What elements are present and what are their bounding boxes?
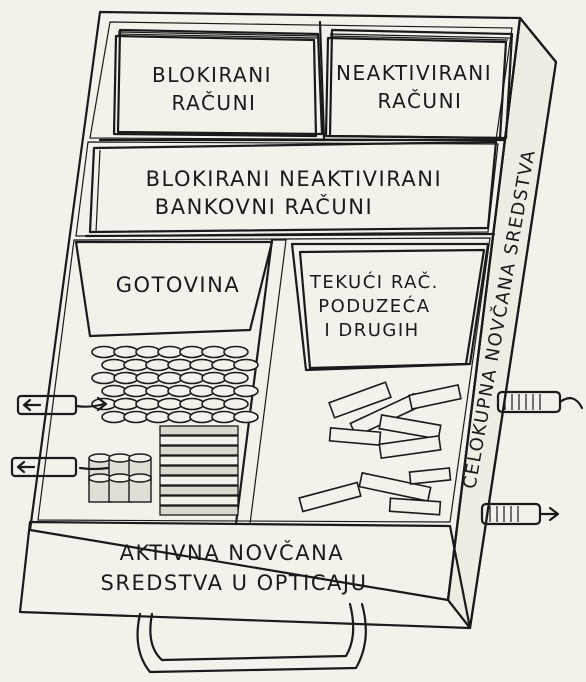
- bill: [160, 446, 238, 455]
- coin: [146, 412, 170, 423]
- coin: [202, 373, 226, 384]
- coin: [234, 360, 258, 371]
- account-slip: [379, 415, 441, 439]
- account-slip: [379, 436, 440, 458]
- coin: [92, 373, 116, 384]
- coin: [180, 399, 204, 410]
- coin: [92, 347, 116, 358]
- bill: [160, 476, 238, 485]
- coin: [129, 474, 151, 482]
- bill: [160, 456, 238, 465]
- coin: [158, 347, 182, 358]
- account-slip: [330, 428, 381, 445]
- coin: [234, 386, 258, 397]
- coin: [129, 454, 151, 462]
- account-slip: [299, 482, 361, 511]
- coin: [136, 373, 160, 384]
- coin: [168, 386, 192, 397]
- coin: [136, 347, 160, 358]
- coin: [109, 454, 131, 462]
- coin: [158, 399, 182, 410]
- blocked-accounts-label: BLOKIRANI RAČUNI: [152, 63, 280, 115]
- coin: [146, 360, 170, 371]
- coin: [124, 386, 148, 397]
- bill: [160, 506, 238, 515]
- coin: [158, 373, 182, 384]
- coin: [224, 347, 248, 358]
- coin: [212, 386, 236, 397]
- coin: [212, 360, 236, 371]
- coin: [124, 360, 148, 371]
- coin: [124, 412, 148, 423]
- bill-stack: [160, 426, 238, 515]
- bill: [160, 496, 238, 505]
- coin: [190, 360, 214, 371]
- account-slip: [409, 385, 461, 409]
- account-slip: [390, 498, 441, 514]
- cash-label: GOTOVINA: [116, 273, 240, 297]
- coin: [168, 412, 192, 423]
- coin: [102, 386, 126, 397]
- bill: [160, 486, 238, 495]
- current-accounts-label: TEKUĆI RAČ. PODUZEĆA I DRUGIH: [309, 271, 446, 341]
- coin: [114, 347, 138, 358]
- bill: [160, 426, 238, 435]
- account-slip: [409, 468, 450, 484]
- coin: [180, 347, 204, 358]
- coin: [190, 386, 214, 397]
- coin: [234, 412, 258, 423]
- coin: [89, 474, 111, 482]
- coin: [109, 474, 131, 482]
- coin: [136, 399, 160, 410]
- coin: [190, 412, 214, 423]
- drawer-handle: [138, 604, 366, 672]
- coin: [202, 347, 226, 358]
- blocked-inactive-bank-label: BLOKIRANI NEAKTIVIRANI BANKOVNI RAČUNI: [146, 167, 451, 219]
- coin: [114, 399, 138, 410]
- coin: [89, 454, 111, 462]
- inactive-accounts-label: NEAKTIVIRANI RAČUNI: [336, 61, 500, 113]
- coin: [146, 386, 170, 397]
- bill: [160, 436, 238, 445]
- coin: [102, 412, 126, 423]
- coin: [224, 373, 248, 384]
- coin: [202, 399, 226, 410]
- coin: [102, 360, 126, 371]
- scattered-account-slips: [299, 382, 461, 515]
- coin: [168, 360, 192, 371]
- coin: [224, 399, 248, 410]
- coin: [212, 412, 236, 423]
- coin: [180, 373, 204, 384]
- front-panel-label: AKTIVNA NOVČANA SREDSTVA U OPTICAJU: [101, 540, 368, 595]
- coin: [114, 373, 138, 384]
- bill: [160, 466, 238, 475]
